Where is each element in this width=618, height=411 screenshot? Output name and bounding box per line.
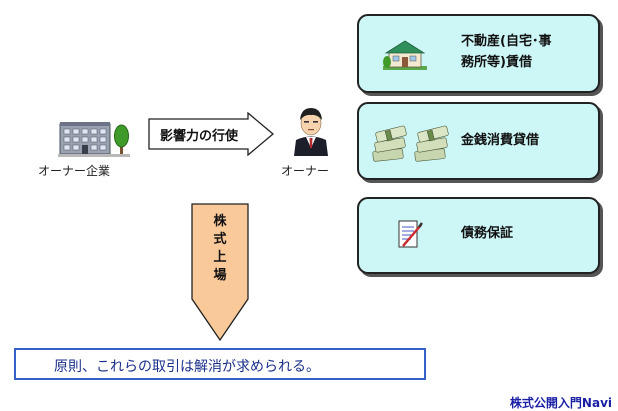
owner-company-label: オーナー企業: [38, 164, 111, 178]
owner-label: オーナー: [281, 164, 330, 178]
transaction-loan-label: 金銭消費貸借: [461, 133, 540, 148]
conclusion-box: 原則、これらの取引は解消が求められる。: [14, 348, 426, 380]
office-building-icon: [58, 122, 130, 157]
money-bundle-icon: [372, 125, 449, 162]
transaction-real-estate-lease: 不動産(自宅･事 務所等)賃借: [357, 14, 600, 93]
house-icon: [383, 40, 427, 70]
transaction-guarantee-label: 債務保証: [461, 226, 514, 241]
conclusion-text: 原則、これらの取引は解消が求められる。: [54, 359, 320, 375]
influence-label: 影響力の行使: [160, 129, 239, 144]
right-arrow-icon: [148, 112, 274, 156]
transaction-real-estate-label: 不動産(自宅･事 務所等)賃借: [461, 34, 552, 70]
stock-listing-label: 株 式 上 場: [213, 214, 227, 283]
transaction-debt-guarantee: 債務保証: [357, 197, 600, 274]
businessman-icon: [294, 108, 328, 156]
transaction-loan: 金銭消費貸借: [357, 102, 600, 180]
brand-label: 株式公開入門Navi: [509, 396, 612, 410]
document-pen-icon: [398, 220, 423, 248]
down-arrow-icon: [191, 203, 249, 341]
